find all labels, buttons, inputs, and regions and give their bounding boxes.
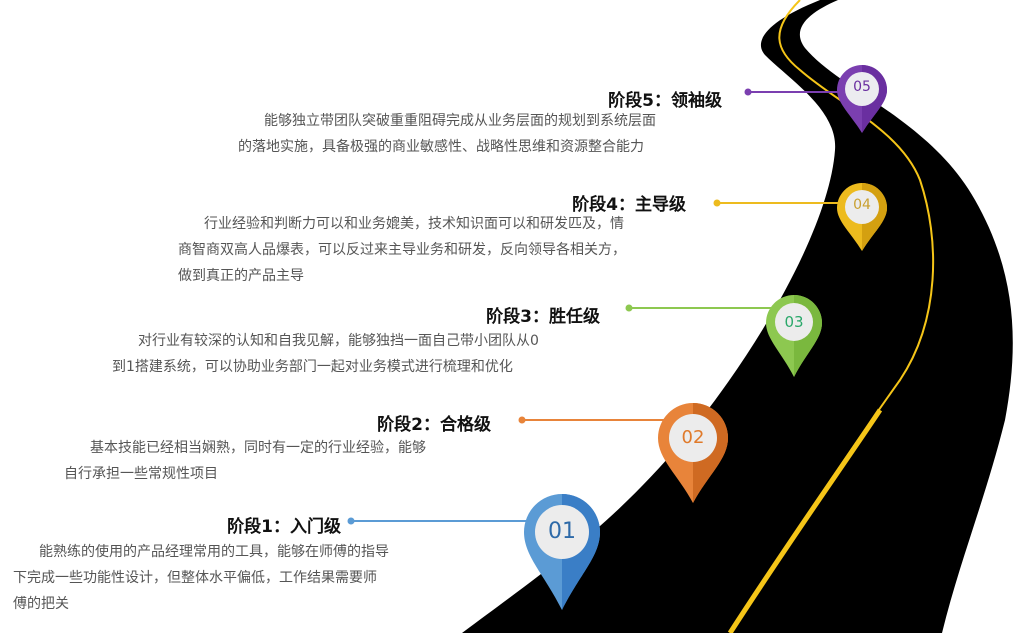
stage-5-title: 阶段5：领袖级 xyxy=(608,91,722,111)
map-pin-icon xyxy=(766,295,822,377)
stage-1-number: 01 xyxy=(548,519,576,544)
stage-3-line-1: 对行业有较深的认知和自我见解，能够独挡一面自己带小团队从0 xyxy=(138,333,539,349)
stage-4-number: 04 xyxy=(853,197,871,213)
stage-2-pin: 02 xyxy=(658,403,728,503)
stage-3-description: 对行业有较深的认知和自我见解，能够独挡一面自己带小团队从0 到1搭建系统，可以协… xyxy=(112,328,622,380)
stage-4-line-2: 商智商双高人品爆表，可以反过来主导业务和研发，反向领导各相关方， xyxy=(178,242,626,258)
stage-5-number: 05 xyxy=(853,79,871,95)
map-pin-icon xyxy=(658,403,728,503)
road-center-line-bold xyxy=(727,408,883,633)
stage-1-description: 能熟练的使用的产品经理常用的工具，能够在师傅的指导 下完成一些功能性设计，但整体… xyxy=(13,539,473,617)
stage-3-pin: 03 xyxy=(766,295,822,377)
stage-2-line-2: 自行承担一些常规性项目 xyxy=(64,466,218,482)
map-pin-icon xyxy=(837,65,887,133)
stage-1-line-3: 傅的把关 xyxy=(13,596,69,612)
stage-5-pin: 05 xyxy=(837,65,887,133)
stage-4-pin: 04 xyxy=(837,183,887,251)
stage-3-number: 03 xyxy=(784,313,804,331)
stage-2-description: 基本技能已经相当娴熟，同时有一定的行业经验，能够 自行承担一些常规性项目 xyxy=(64,435,504,487)
stage-4-description: 行业经验和判断力可以和业务媲美，技术知识面可以和研发匹及，情 商智商双高人品爆表… xyxy=(178,211,708,289)
stage-1-line-2: 下完成一些功能性设计，但整体水平偏低，工作结果需要师 xyxy=(13,570,377,586)
stage-5-line-1: 能够独立带团队突破重重阻碍完成从业务层面的规划到系统层面 xyxy=(264,113,656,129)
stage-5-line-2: 的落地实施，具备极强的商业敏感性、战略性思维和资源整合能力 xyxy=(238,139,644,155)
stage-4-title: 阶段4：主导级 xyxy=(572,195,686,215)
stage-4-line-1: 行业经验和判断力可以和业务媲美，技术知识面可以和研发匹及，情 xyxy=(204,216,624,232)
stage-3-line-2: 到1搭建系统，可以协助业务部门一起对业务模式进行梳理和优化 xyxy=(112,359,513,375)
stage-1-pin: 01 xyxy=(524,494,600,610)
stage-5-description: 能够独立带团队突破重重阻碍完成从业务层面的规划到系统层面 的落地实施，具备极强的… xyxy=(238,108,728,160)
map-pin-icon xyxy=(524,494,600,610)
stage-4-line-3: 做到真正的产品主导 xyxy=(178,268,304,284)
map-pin-icon xyxy=(837,183,887,251)
stage-2-number: 02 xyxy=(681,427,705,448)
road-surface xyxy=(462,0,1013,633)
stage-1-line-1: 能熟练的使用的产品经理常用的工具，能够在师傅的指导 xyxy=(39,544,389,560)
stage-2-title: 阶段2：合格级 xyxy=(377,415,491,435)
stage-3-title: 阶段3：胜任级 xyxy=(486,307,600,327)
stage-2-line-1: 基本技能已经相当娴熟，同时有一定的行业经验，能够 xyxy=(90,440,426,456)
stage-1-title: 阶段1：入门级 xyxy=(227,517,341,537)
